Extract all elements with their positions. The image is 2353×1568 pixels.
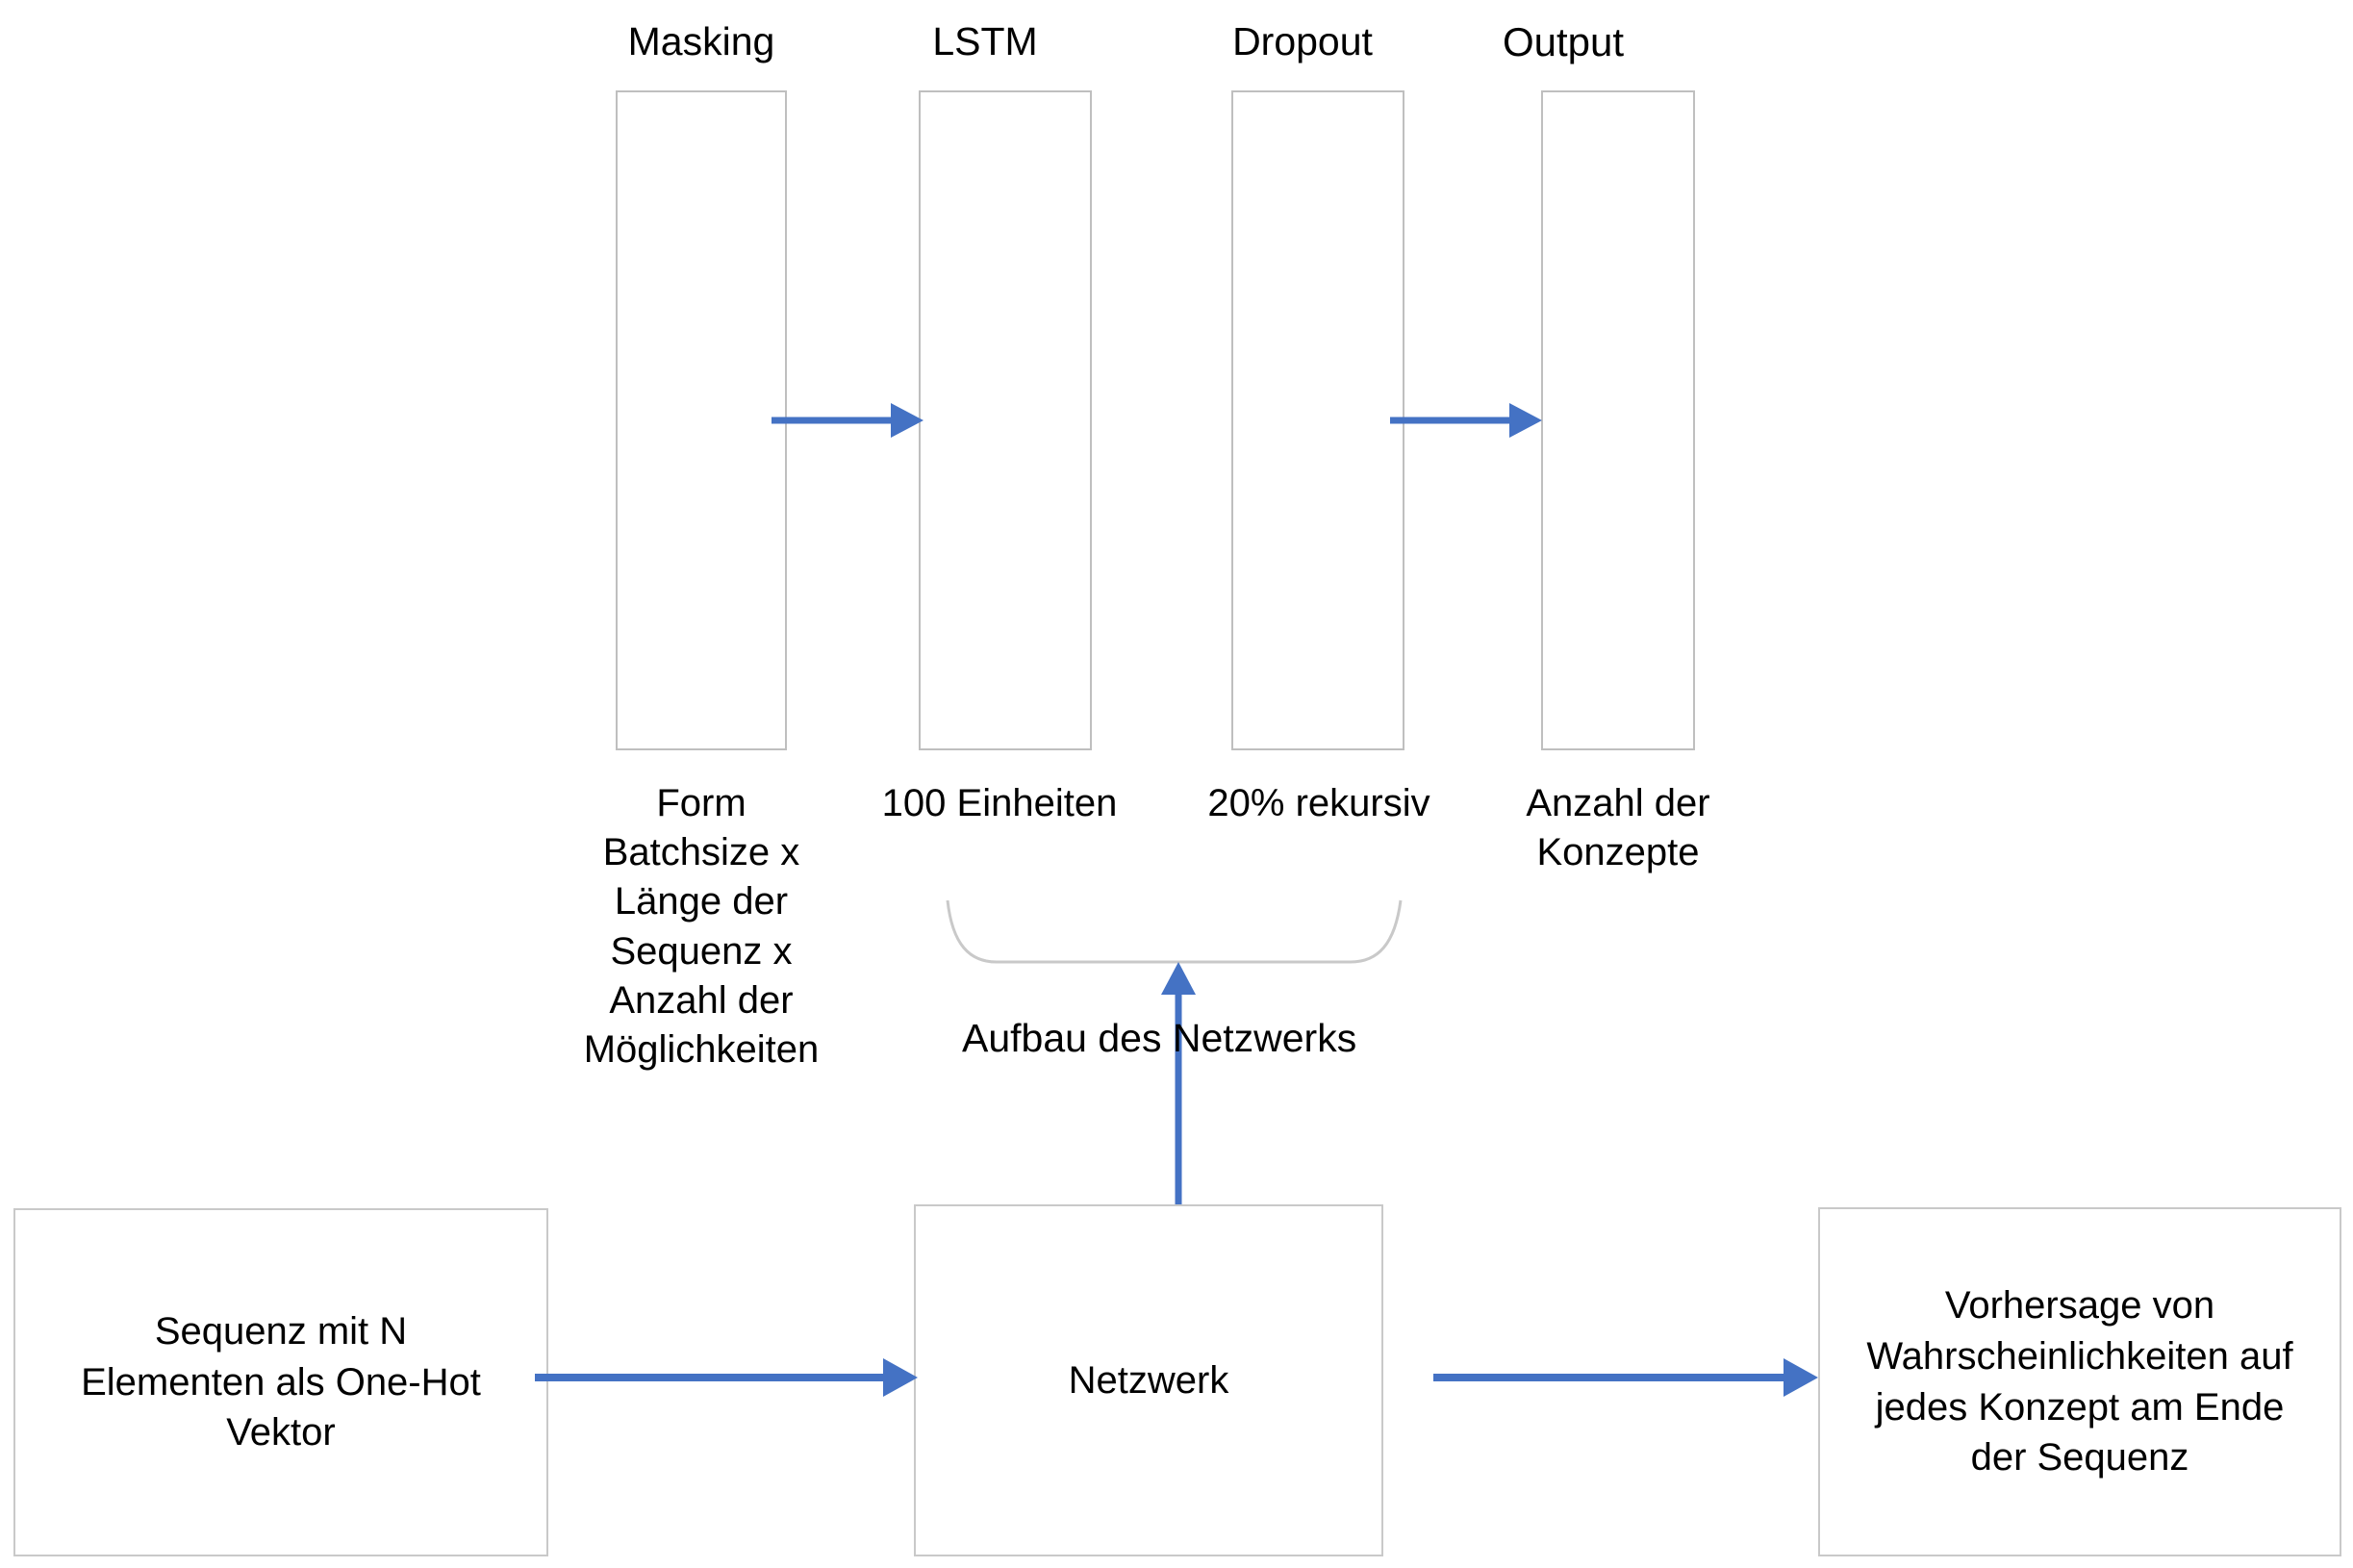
flow-box-input: Sequenz mit N Elementen als One-Hot Vekt… (13, 1208, 548, 1556)
flow-box-netzwerk-label: Netzwerk (1068, 1358, 1229, 1402)
arrow-masking-to-lstm (772, 403, 923, 438)
layer-caption-output: Anzahl der Konzepte (1526, 782, 1710, 874)
layer-caption-lstm: 100 Einheiten (881, 782, 1118, 824)
brace-label: Aufbau des Netzwerks (962, 1016, 1357, 1060)
arrow-input-to-netzwerk (535, 1358, 918, 1397)
layer-box-masking (616, 90, 787, 750)
layer-box-output (1541, 90, 1695, 750)
layer-title-output: Output (1502, 19, 1625, 64)
layer-box-dropout (1231, 90, 1404, 750)
layer-title-masking: Masking (627, 19, 775, 63)
arrow-brace-to-netzwerk (1161, 962, 1196, 1208)
layer-caption-dropout: 20% rekursiv (1207, 782, 1430, 824)
arrow-dropout-to-output (1390, 403, 1542, 438)
flow-box-netzwerk: Netzwerk (914, 1204, 1383, 1556)
flow-box-output: Vorhersage von Wahrscheinlichkeiten auf … (1818, 1207, 2341, 1556)
layer-title-lstm: LSTM (932, 19, 1038, 63)
flow-box-output-label: Vorhersage von Wahrscheinlichkeiten auf … (1866, 1283, 2293, 1479)
layer-box-lstm (919, 90, 1092, 750)
flow-box-input-label: Sequenz mit N Elementen als One-Hot Vekt… (81, 1309, 481, 1454)
network-brace (946, 899, 1403, 964)
layer-caption-masking: Form Batchsize x Länge der Sequenz x Anz… (583, 782, 820, 1071)
arrow-netzwerk-to-output (1433, 1358, 1818, 1397)
layer-title-dropout: Dropout (1232, 19, 1373, 63)
